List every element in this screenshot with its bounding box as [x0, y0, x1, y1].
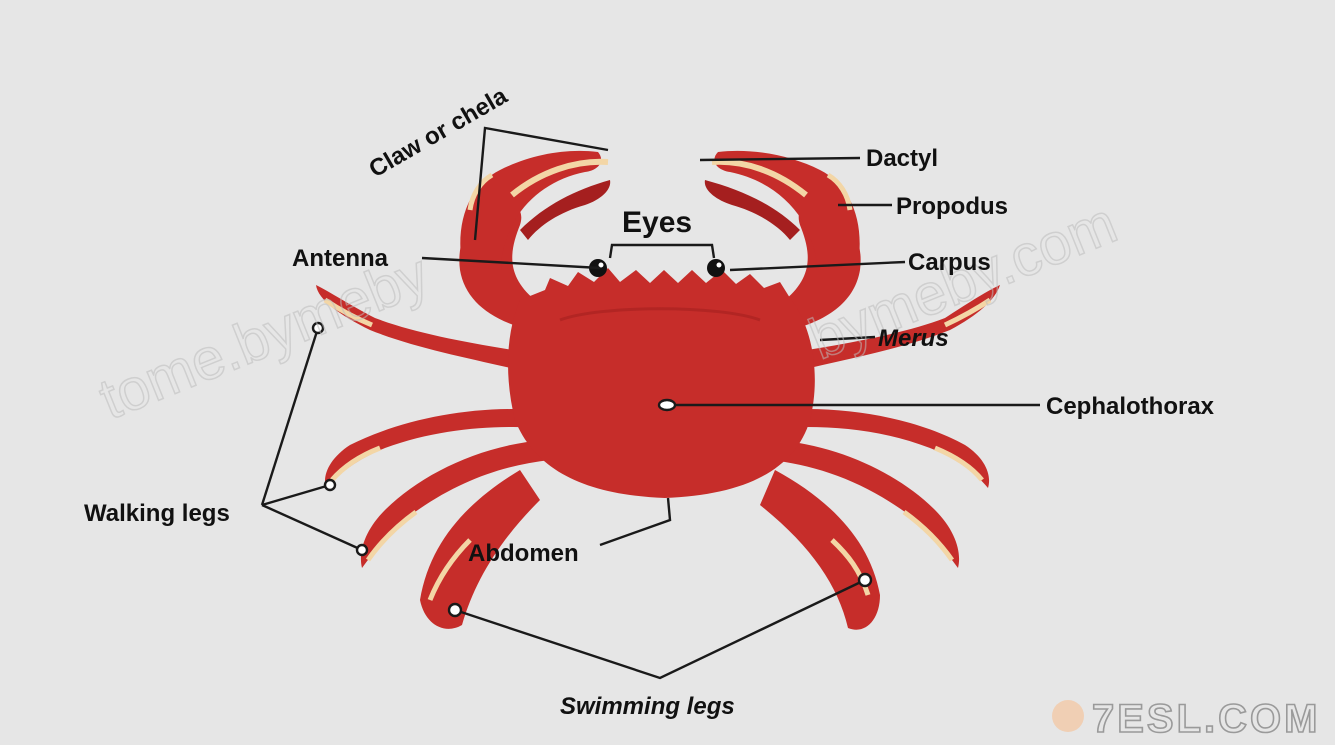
- label-abdomen: Abdomen: [468, 540, 579, 567]
- leader-swimming: [455, 580, 865, 678]
- label-cephalothorax: Cephalothorax: [1046, 393, 1215, 420]
- label-eyes: Eyes: [622, 206, 692, 239]
- brand-logo-text: 7ESL.COM: [1092, 697, 1320, 741]
- leader-eyes: [610, 245, 714, 258]
- marker-swimming-left: [449, 604, 461, 616]
- brand-logo-icon: [1052, 700, 1084, 732]
- marker-walking-3: [357, 545, 367, 555]
- leader-walking-2: [262, 485, 330, 505]
- label-dactyl: Dactyl: [866, 145, 938, 172]
- label-antenna: Antenna: [292, 245, 389, 272]
- marker-walking-2: [325, 480, 335, 490]
- carapace: [508, 268, 815, 498]
- marker-swimming-right: [859, 574, 871, 586]
- marker-cephalothorax: [659, 400, 675, 410]
- leader-walking-3: [262, 505, 362, 550]
- eye-right: [707, 259, 725, 277]
- label-merus: Merus: [878, 325, 949, 352]
- label-claw: Claw or chela: [365, 82, 513, 183]
- label-propodus: Propodus: [896, 193, 1008, 220]
- label-walking-legs: Walking legs: [84, 500, 230, 527]
- brand-logo: 7ESL.COM: [1052, 697, 1320, 741]
- label-carpus: Carpus: [908, 249, 991, 276]
- swimming-leg-right: [760, 470, 880, 630]
- label-swimming-legs: Swimming legs: [560, 693, 735, 720]
- leader-abdomen: [600, 498, 670, 545]
